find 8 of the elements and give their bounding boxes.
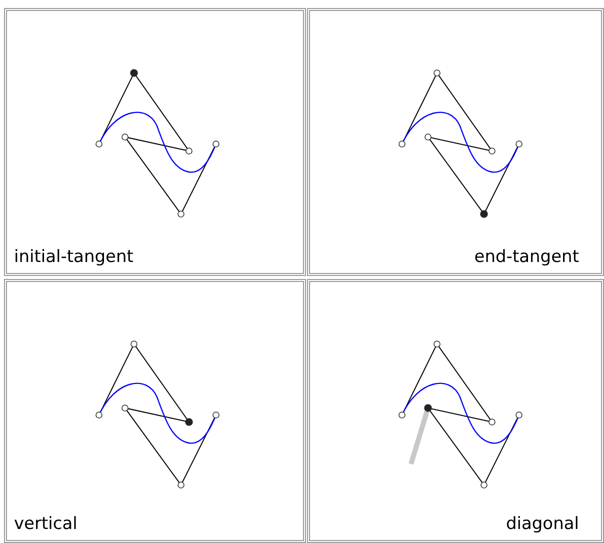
diagram-panel — [307, 279, 604, 543]
panel-caption: end-tangent — [474, 247, 579, 267]
panel-caption: initial-tangent — [14, 247, 134, 267]
panel-caption: vertical — [14, 514, 78, 534]
diagram-panel — [307, 8, 604, 276]
panel-caption: diagonal — [506, 514, 579, 534]
diagram-panel — [4, 279, 306, 543]
diagram-panel — [4, 8, 306, 276]
